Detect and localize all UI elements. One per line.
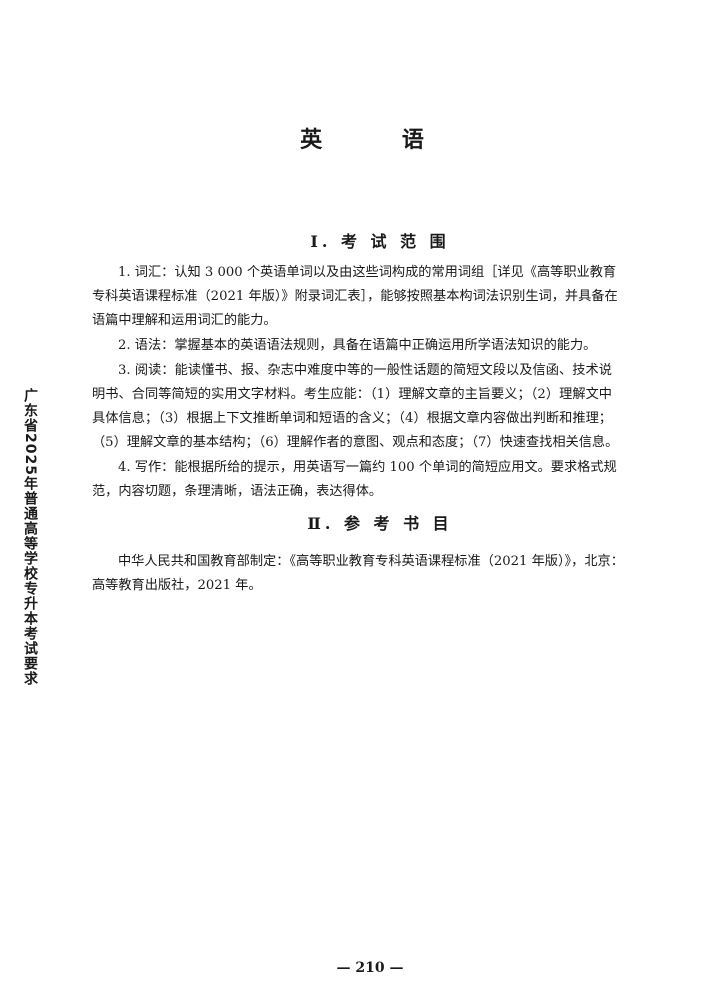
section-heading-scope: Ⅰ. 考 试 范 围 bbox=[310, 232, 450, 251]
paragraph-line: 3. 阅读：能读懂书、报、杂志中难度中等的一般性话题的简短文段以及信函、技术说 bbox=[118, 363, 612, 378]
page-title: 英 语 bbox=[300, 128, 460, 153]
paragraph-line: 4. 写作：能根据所给的提示，用英语写一篇约 100 个单词的简短应用文。要求格… bbox=[118, 460, 617, 475]
section-heading-references: Ⅱ. 参 考 书 目 bbox=[307, 514, 453, 533]
page-number: — 210 — bbox=[336, 960, 404, 976]
paragraph-line: 语篇中理解和运用词汇的能力。 bbox=[92, 313, 277, 328]
paragraph-line: 专科英语课程标准（2021 年版）》附录词汇表］，能够按照基本构词法识别生词，并… bbox=[92, 289, 618, 304]
paragraph-line: 2. 语法：掌握基本的英语语法规则，具备在语篇中正确运用所学语法知识的能力。 bbox=[118, 338, 597, 353]
paragraph-line: （5）理解文章的基本结构；（6）理解作者的意图、观点和态度；（7）快速查找相关信… bbox=[92, 435, 619, 450]
reference-line: 中华人民共和国教育部制定：《高等职业教育专科英语课程标准（2021 年版）》，北… bbox=[118, 554, 624, 569]
paragraph-line: 明书、合同等简短的实用文字材料。考生应能：（1）理解文章的主旨要义；（2）理解文… bbox=[92, 387, 612, 402]
paragraph-line: 具体信息；（3）根据上下文推断单词和短语的含义；（4）根据文章内容做出判断和推理… bbox=[92, 411, 612, 426]
side-caption: 广东省2025年普通高等学校专升本考试要求 bbox=[22, 388, 38, 686]
paragraph-line: 1. 词汇：认知 3 000 个英语单词以及由这些词构成的常用词组［详见《高等职… bbox=[118, 265, 617, 280]
reference-line: 高等教育出版社，2021 年。 bbox=[92, 578, 262, 593]
paragraph-line: 范，内容切题，条理清晰，语法正确，表达得体。 bbox=[92, 484, 383, 499]
